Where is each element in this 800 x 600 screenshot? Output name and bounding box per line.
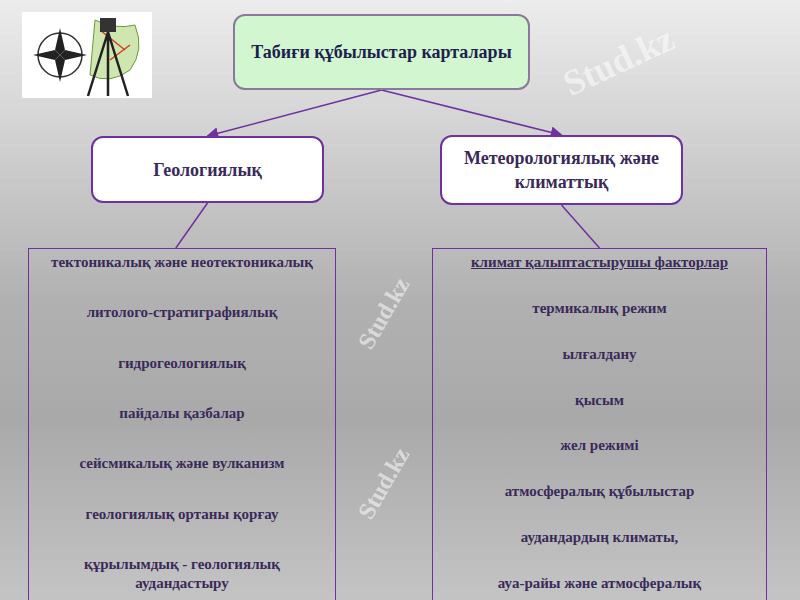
list-item: құрылымдық - геологиялық аудандастыру	[37, 555, 327, 593]
watermark: Stud.kz	[353, 443, 415, 524]
list-item: гидрогеологиялық	[37, 354, 327, 373]
watermark: Stud.kz	[557, 17, 681, 105]
list-item: ылғалдану	[441, 345, 758, 364]
connector	[382, 90, 562, 135]
list-box: тектоникалық және неотектоникалық литолог…	[28, 248, 336, 600]
title-box: Табиғи құбылыстар карталары	[233, 14, 530, 90]
list-item: сейсмикалық және вулканизм	[37, 454, 327, 473]
list-item: тектоникалық және неотектоникалық	[37, 253, 327, 272]
list-item: қысым	[441, 391, 758, 410]
list-item: климат қалыптастырушы факторлар	[441, 253, 758, 272]
category-box: Геологиялық	[91, 136, 324, 203]
connector	[562, 205, 600, 248]
watermark: Stud.kz	[353, 273, 415, 354]
list-item: геологиялық ортаны қорғау	[37, 505, 327, 524]
list-item: литолого-стратиграфиялық	[37, 303, 327, 322]
list-item: жел режимі	[441, 436, 758, 455]
list-box: климат қалыптастырушы факторлар термикалы…	[432, 248, 767, 600]
category-box: Метеорологиялық және климаттық	[440, 135, 683, 205]
list-item: пайдалы қазбалар	[37, 404, 327, 423]
box-label: Табиғи құбылыстар карталары	[249, 40, 514, 64]
connector	[176, 203, 208, 248]
list-item: ауа-райы және атмосфералық	[441, 574, 758, 593]
list-item: аудандардың климаты,	[441, 528, 758, 547]
connector	[208, 90, 382, 136]
box-label: Геологиялық	[107, 158, 308, 182]
list-item: атмосфералық құбылыстар	[441, 482, 758, 501]
list-item: термикалық режим	[441, 299, 758, 318]
survey-icon	[22, 12, 152, 98]
box-label: Метеорологиялық және климаттық	[456, 146, 667, 194]
